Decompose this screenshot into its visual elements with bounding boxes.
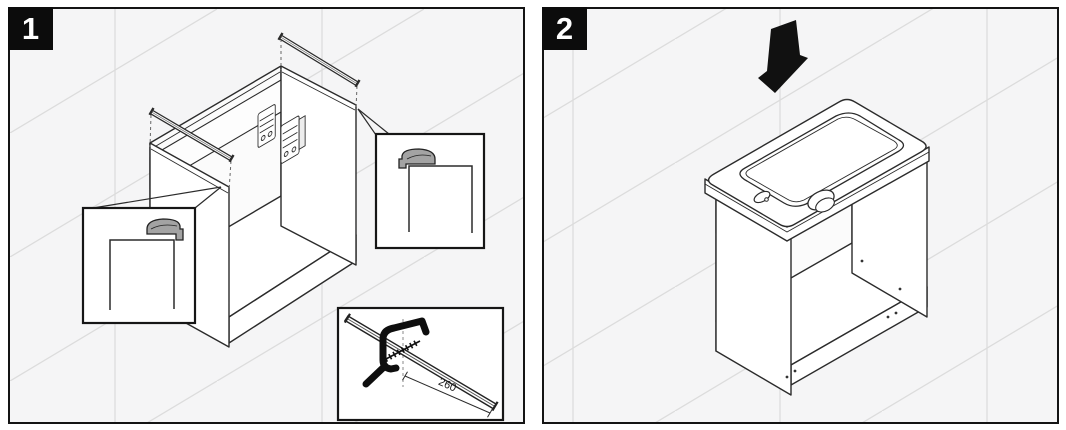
step-2-illustration	[544, 9, 1057, 422]
step-panel-1: 260 1	[8, 7, 525, 424]
alignment-dashes	[149, 39, 358, 192]
washbasin-top-drawing	[704, 98, 930, 242]
clamp-icon	[362, 317, 430, 388]
drain-hole	[807, 189, 835, 213]
wall-bracket-icon	[257, 104, 306, 164]
step-number-badge: 2	[542, 7, 587, 50]
step-panel-2: 2	[542, 7, 1059, 424]
step-1-illustration: 260	[10, 9, 523, 422]
detail-callout-left	[81, 206, 197, 325]
callout-leader-lines	[92, 108, 390, 209]
down-arrow-icon	[758, 20, 808, 93]
detail-callout-right	[374, 132, 486, 250]
top-rail-right	[277, 32, 361, 88]
top-rail-left	[148, 107, 235, 163]
rail-end-cap-icon	[398, 148, 436, 169]
dimension-line	[402, 371, 493, 418]
step-number-badge: 1	[8, 7, 53, 50]
measurement-detail-box: 260	[336, 306, 505, 422]
rail-end-cap-icon	[146, 218, 184, 241]
screw-holes	[785, 259, 902, 379]
faucet-hole	[753, 190, 771, 204]
